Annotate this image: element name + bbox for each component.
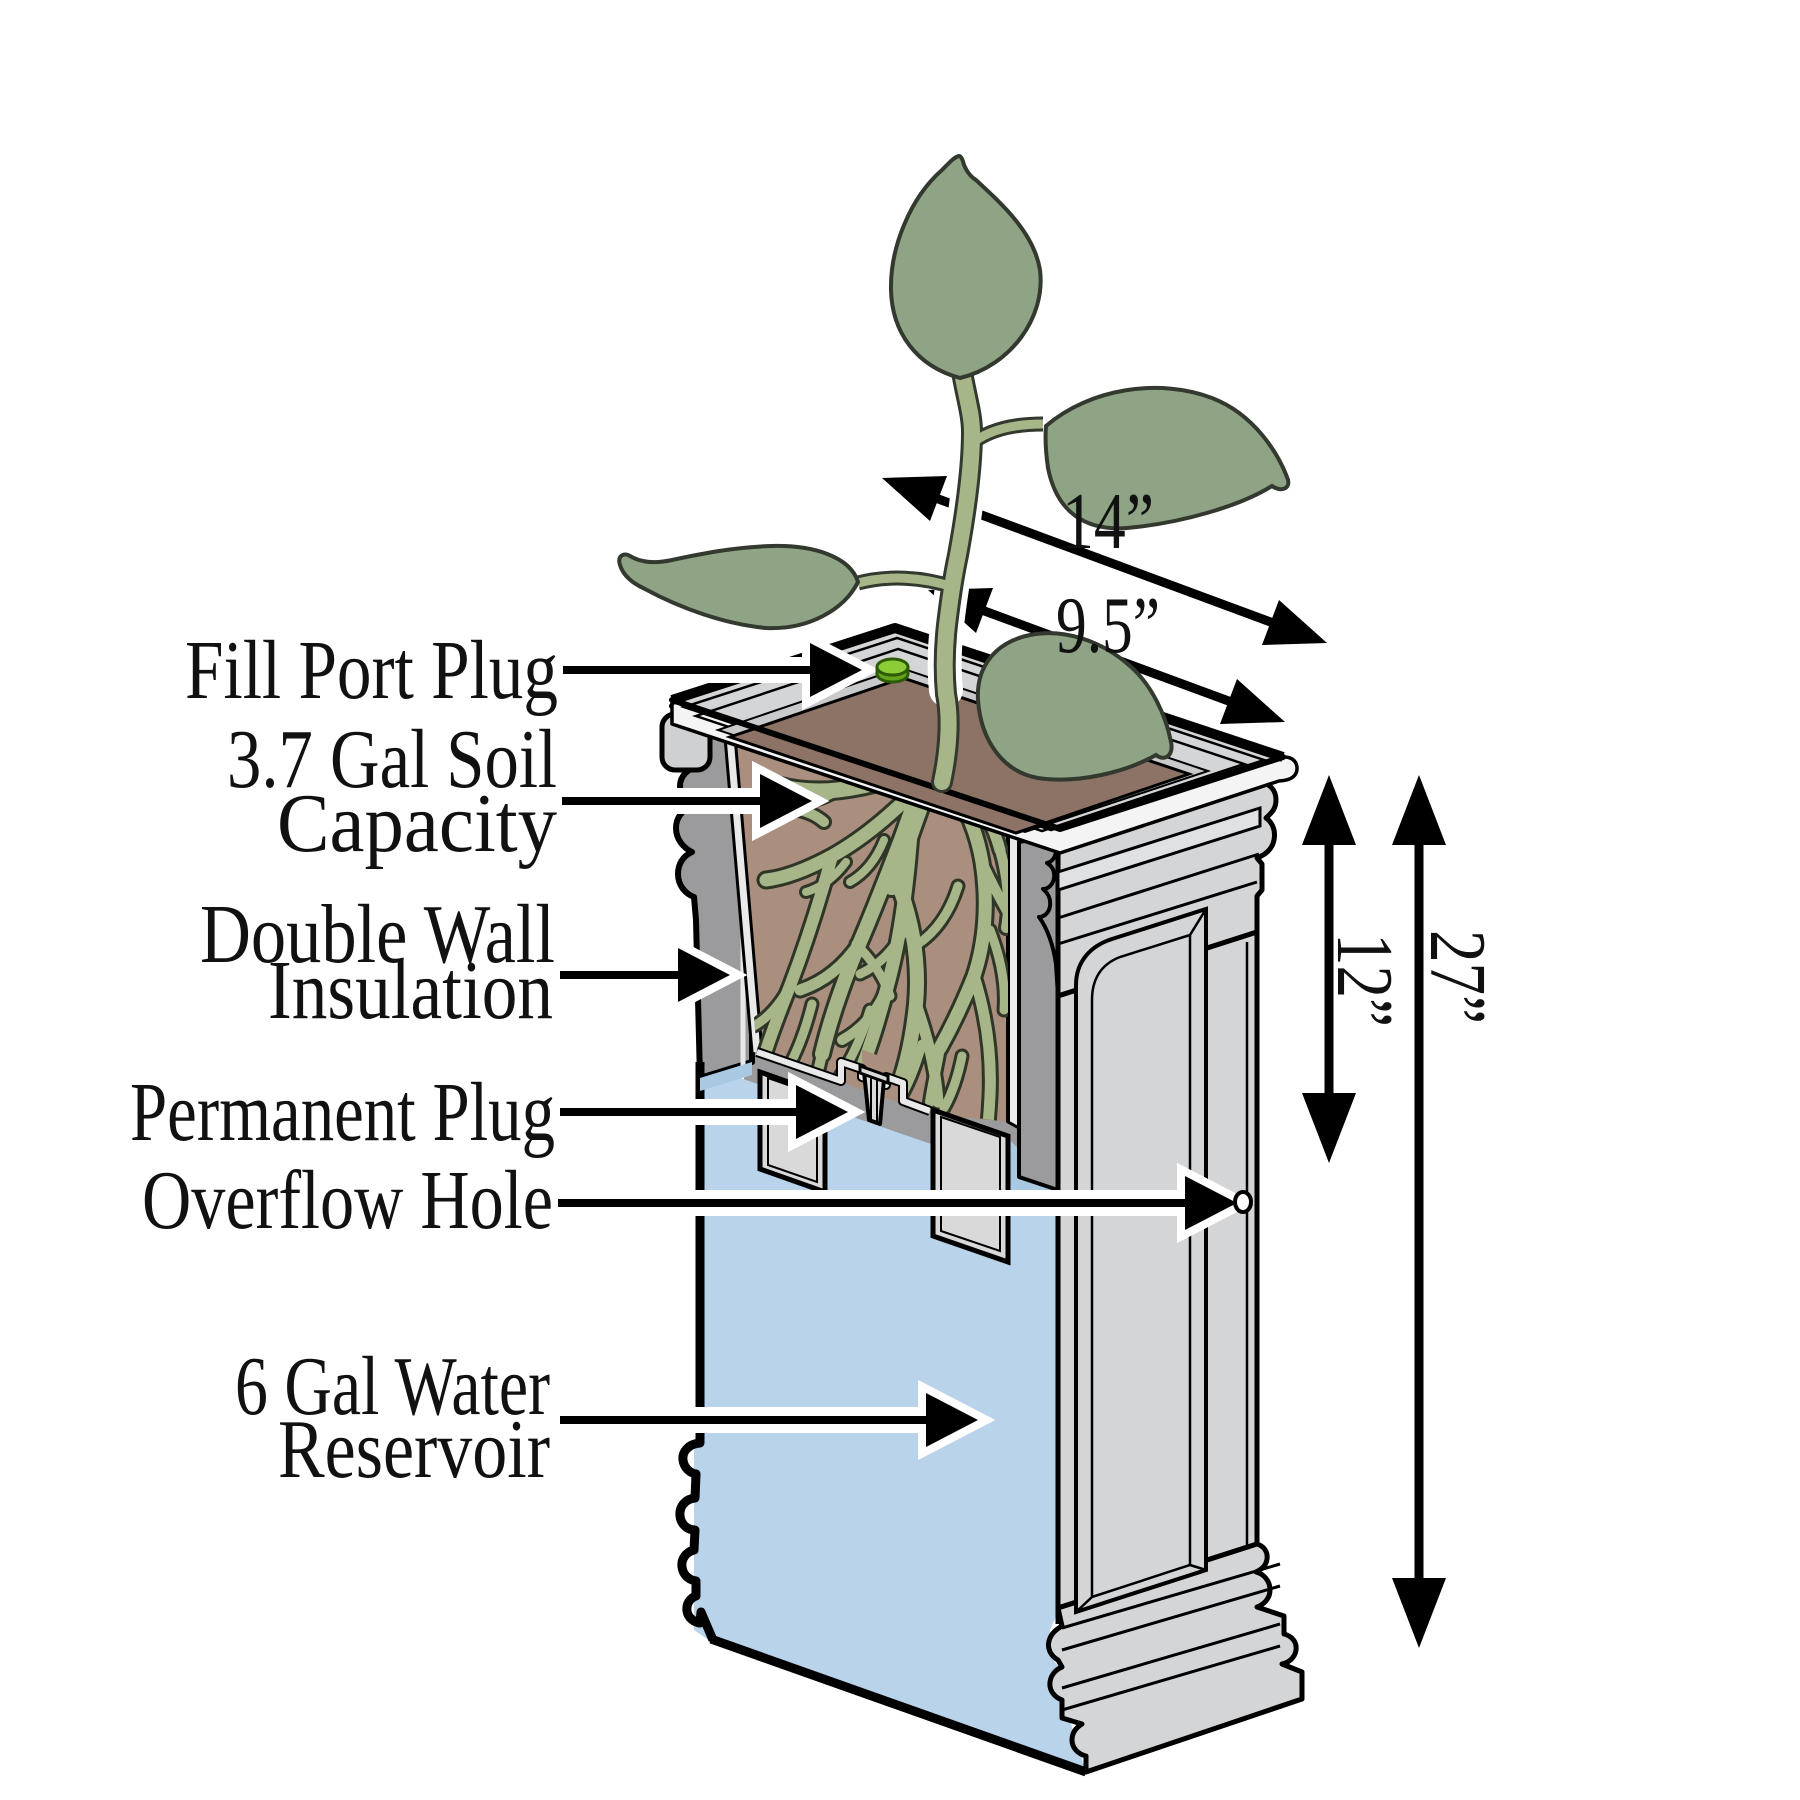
svg-text:9.5”: 9.5” (1056, 582, 1160, 670)
svg-text:Insulation: Insulation (268, 944, 553, 1037)
svg-text:Reservoir: Reservoir (278, 1403, 550, 1496)
svg-text:14”: 14” (1062, 478, 1154, 566)
svg-text:Double Wall: Double Wall (200, 888, 555, 981)
svg-text:27”: 27” (1413, 930, 1501, 1024)
svg-text:Overflow Hole: Overflow Hole (142, 1154, 553, 1247)
svg-text:Capacity: Capacity (277, 777, 557, 870)
svg-text:Fill Port Plug: Fill Port Plug (185, 624, 558, 717)
svg-text:Permanent Plug: Permanent Plug (130, 1066, 555, 1159)
svg-text:3.7 Gal Soil: 3.7 Gal Soil (227, 713, 557, 806)
svg-text:12”: 12” (1320, 933, 1408, 1027)
svg-text:6 Gal Water: 6 Gal Water (235, 1340, 550, 1433)
